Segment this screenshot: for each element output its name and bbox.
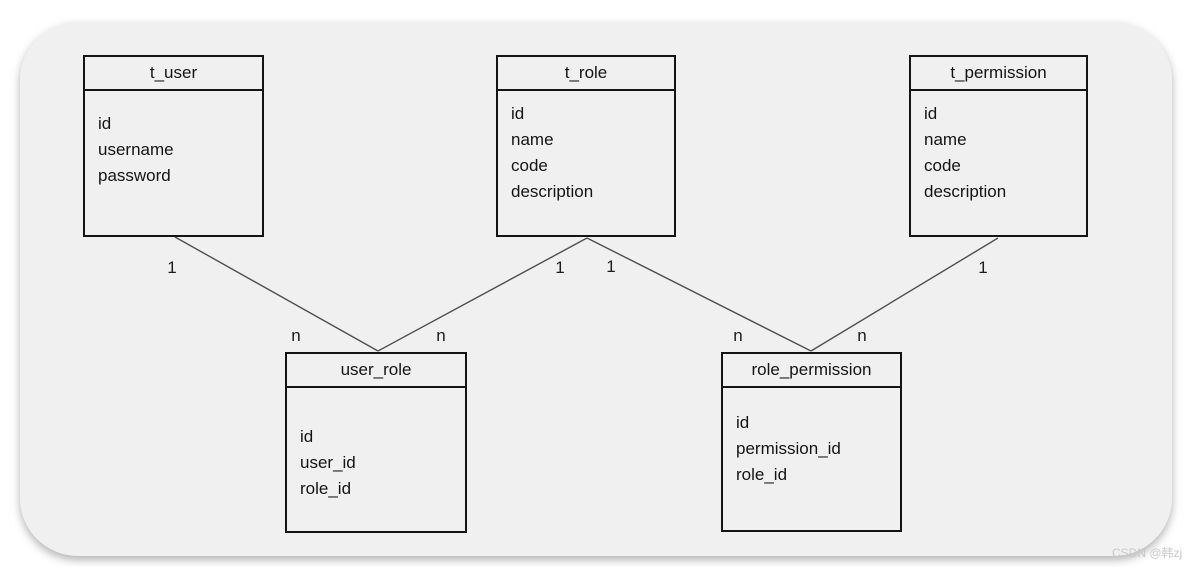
entity-role_permission-title: role_permission [723,354,900,388]
entity-t_user-field-id: id [98,114,112,133]
entity-user_role: user_role id user_id role_id [285,352,467,533]
entity-t_permission-field-name: name [924,130,967,149]
entity-t_permission-field-code: code [924,156,961,175]
entity-user_role-field-id: id [300,427,314,446]
cardinality-label-t_user-1: 1 [167,258,177,277]
cardinality-label-role_permission-n-left: n [733,326,743,345]
entity-role_permission: role_permission id permission_id role_id [721,352,902,532]
cardinality-label-user_role-n-right: n [436,326,446,345]
watermark: CSDN @韩zj [1112,546,1183,560]
cardinality-label-user_role-n-left: n [291,326,301,345]
entity-role_permission-field-role_id: role_id [736,465,788,484]
entity-role_permission-field-id: id [736,413,750,432]
cardinality-label-t_permission-1: 1 [978,258,988,277]
entity-t_role-field-description: description [511,182,594,201]
entity-t_user-title: t_user [85,57,262,91]
entity-t_role-field-code: code [511,156,548,175]
entity-t_role-field-name: name [511,130,554,149]
entity-t_role-field-id: id [511,104,525,123]
entity-t_user-field-password: password [98,166,171,185]
entity-user_role-field-user_id: user_id [300,453,356,472]
entity-t_user: t_user id username password [83,55,264,237]
entity-t_permission-title: t_permission [911,57,1086,91]
entity-role_permission-field-permission_id: permission_id [736,439,841,458]
entity-t_user-field-username: username [98,140,174,159]
entity-t_permission-field-id: id [924,104,938,123]
entity-t_role-title: t_role [498,57,674,91]
entity-t_permission-field-description: description [924,182,1007,201]
cardinality-label-t_role-1-left: 1 [555,258,565,277]
entity-t_permission: t_permission id name code description [909,55,1088,237]
cardinality-label-t_role-1-right: 1 [606,257,616,276]
entity-user_role-field-role_id: role_id [300,479,352,498]
entity-user_role-title: user_role [287,354,465,388]
entity-t_role: t_role id name code description [496,55,676,237]
cardinality-label-role_permission-n-right: n [857,326,867,345]
